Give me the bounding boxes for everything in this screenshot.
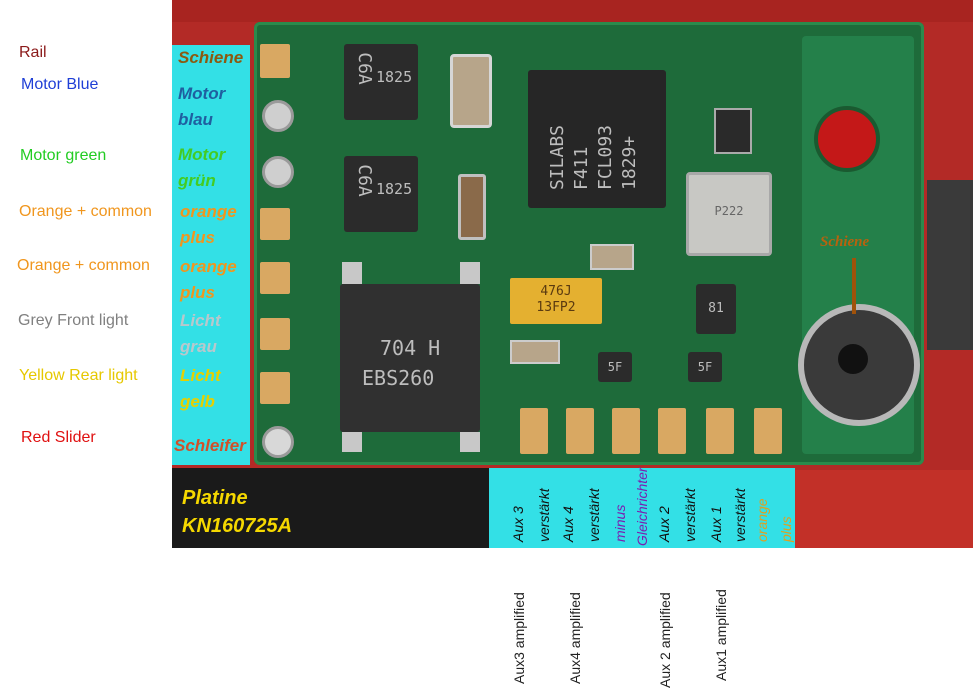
aux1-verstaerkt-label: verstärkt xyxy=(732,488,748,542)
smd-capacitor-2 xyxy=(590,244,634,270)
pad-slider xyxy=(262,426,294,458)
aux2-label: Aux 2 xyxy=(656,506,672,542)
aux4-amplified-label: Aux4 amplified xyxy=(567,592,583,684)
gleichrichter-label: Gleichrichter xyxy=(634,467,650,546)
housing-bottom-right xyxy=(772,470,973,548)
aux2-verstaerkt-label: verstärkt xyxy=(682,488,698,542)
mosfet-chip-1: C6A 1825 xyxy=(344,44,418,120)
pad-aux4 xyxy=(566,408,594,454)
pin-label-licht-grau: Licht grau xyxy=(180,311,221,356)
legend-grey-front-light: Grey Front light xyxy=(18,312,129,329)
pad-light-grey xyxy=(260,318,290,350)
legend-rail: Rail xyxy=(19,44,47,61)
aux2-amplified-label: Aux 2 amplified xyxy=(657,592,673,688)
sot-transistor-3: 5F xyxy=(688,352,722,382)
legend-orange-common-1: Orange + common xyxy=(19,203,152,220)
smd-component xyxy=(714,108,752,154)
orange-label: orange xyxy=(754,498,770,542)
pad-rail xyxy=(260,44,290,78)
schiene-pcb-label: Schiene xyxy=(820,234,870,250)
legend-motor-blue: Motor Blue xyxy=(21,76,99,93)
pin-label-orange-plus-1: orange plus xyxy=(180,202,237,247)
legend-orange-common-2: Orange + common xyxy=(17,257,150,274)
pad-aux3 xyxy=(520,408,548,454)
pad-motor-blue xyxy=(262,100,294,132)
pin-label-licht-gelb: Licht gelb xyxy=(180,366,221,411)
plus-label: plus xyxy=(778,516,794,542)
platine-label-box: Platine KN160725A xyxy=(172,468,489,548)
pad-minus xyxy=(612,408,640,454)
bridge-pin-3 xyxy=(342,432,362,452)
legend-motor-green: Motor green xyxy=(20,147,107,164)
housing-side-connector xyxy=(927,180,973,350)
platine-label: Platine KN160725A xyxy=(182,487,293,537)
minus-label: minus xyxy=(612,504,628,542)
diode xyxy=(458,174,486,240)
schiene-pointer-line xyxy=(852,258,856,314)
pad-orange-plus-2 xyxy=(260,262,290,294)
mcu-chip: SILABS F411 FCL093 1829+ xyxy=(528,70,666,208)
crystal-oscillator: P222 xyxy=(686,172,772,256)
pin-label-box: Schiene Motor blau Motor grün orange plu… xyxy=(172,45,250,465)
pin-label-motor-gruen: Motor grün xyxy=(178,145,226,190)
pin-label-schleifer: Schleifer xyxy=(174,436,246,455)
pin-label-orange-plus-2: orange plus xyxy=(180,257,237,302)
bridge-rectifier-chip: 704 H EBS260 xyxy=(340,284,480,432)
pad-motor-green xyxy=(262,156,294,188)
ceramic-capacitor xyxy=(450,54,492,128)
aux3-verstaerkt-label: verstärkt xyxy=(536,488,552,542)
mounting-hole xyxy=(814,106,880,172)
aux4-label: Aux 4 xyxy=(560,506,576,542)
mosfet-chip-2: C6A 1825 xyxy=(344,156,418,232)
pad-orange-plus-1 xyxy=(260,208,290,240)
aux1-label: Aux 1 xyxy=(708,506,724,542)
pad-aux2 xyxy=(658,408,686,454)
bridge-pin-4 xyxy=(460,432,480,452)
pin-label-motor-blau: Motor blau xyxy=(178,84,226,129)
pad-orange-plus-bottom xyxy=(754,408,782,454)
decoder-photo: C6A 1825 C6A 1825 SILABS F411 FCL093 182… xyxy=(172,0,973,548)
sot-transistor-1: 81 xyxy=(696,284,736,334)
aux1-amplified-label: Aux1 amplified xyxy=(713,589,729,681)
tantalum-capacitor: 476J 13FP2 xyxy=(510,278,602,324)
pad-light-yellow xyxy=(260,372,290,404)
housing-top xyxy=(172,0,973,22)
screw-slot xyxy=(838,344,868,374)
aux3-amplified-label: Aux3 amplified xyxy=(511,592,527,684)
bridge-pin-1 xyxy=(342,262,362,284)
pin-label-schiene: Schiene xyxy=(178,48,244,67)
legend-yellow-rear-light: Yellow Rear light xyxy=(19,367,138,384)
pad-aux1 xyxy=(706,408,734,454)
smd-capacitor-1 xyxy=(510,340,560,364)
legend-red-slider: Red Slider xyxy=(21,429,96,446)
aux3-label: Aux 3 xyxy=(510,506,526,542)
bridge-pin-2 xyxy=(460,262,480,284)
pcb-board: C6A 1825 C6A 1825 SILABS F411 FCL093 182… xyxy=(254,22,924,465)
aux4-verstaerkt-label: verstärkt xyxy=(586,488,602,542)
aux-label-box: Aux 3 verstärkt Aux 4 verstärkt minus Gl… xyxy=(489,467,795,548)
sot-transistor-2: 5F xyxy=(598,352,632,382)
